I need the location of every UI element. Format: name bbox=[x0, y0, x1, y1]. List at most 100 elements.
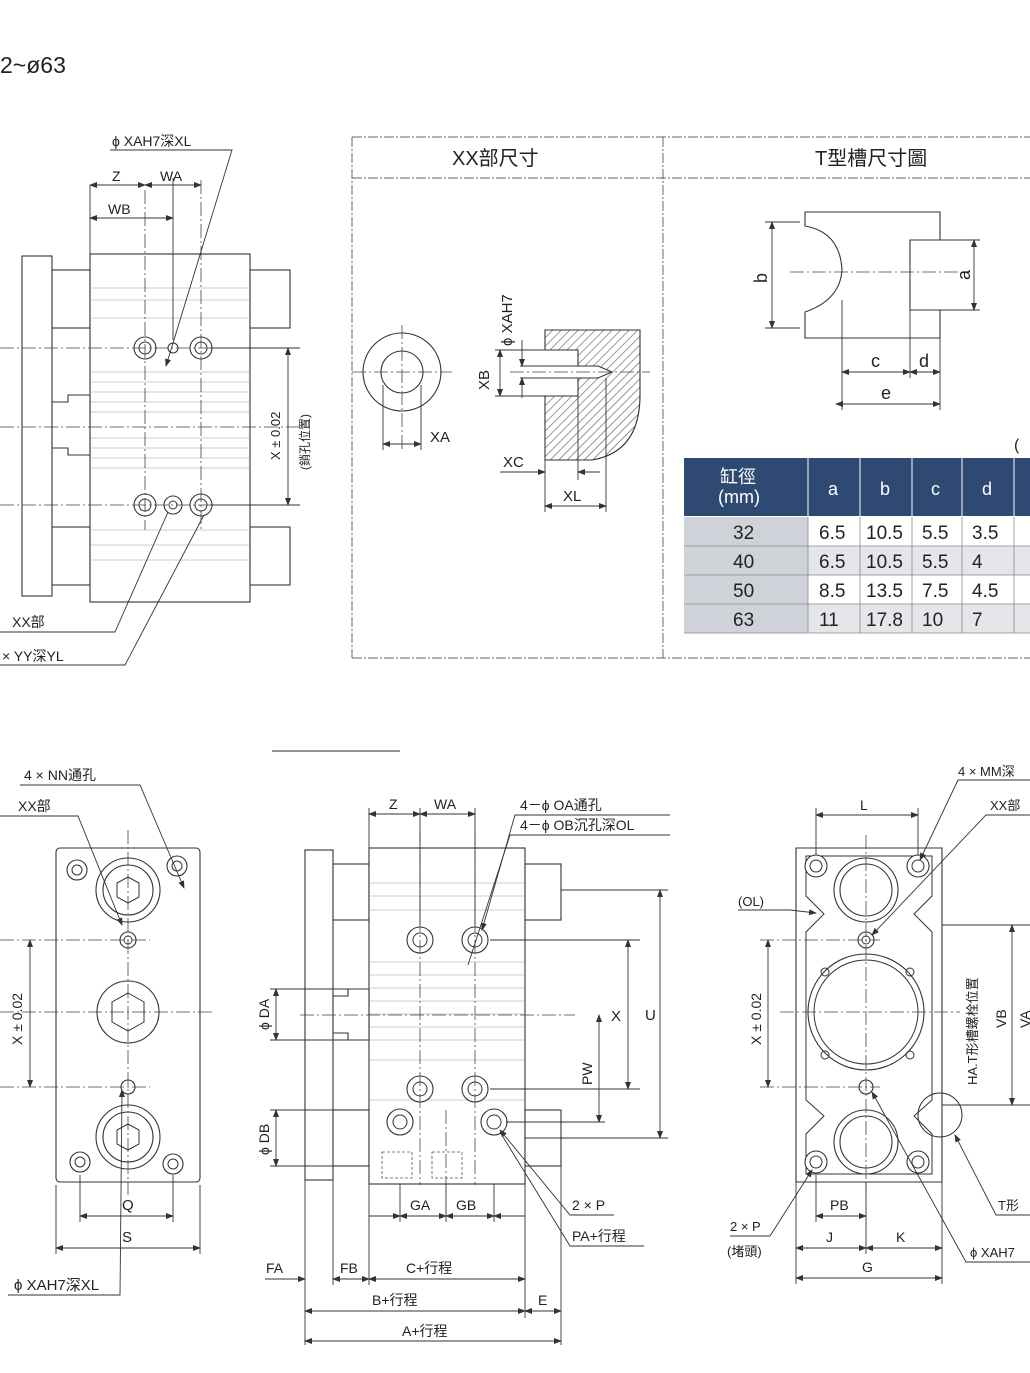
ob-label: 4－ϕ OB沉孔深OL bbox=[520, 817, 635, 833]
xx-detail-header: XX部尺寸 bbox=[452, 147, 539, 170]
q-label: Q bbox=[122, 1197, 134, 1214]
oa-label: 4－ϕ OA通孔 bbox=[520, 797, 602, 813]
xl-label: XL bbox=[563, 488, 581, 505]
cut-off-paren: ( bbox=[1014, 437, 1020, 454]
tslot-profile bbox=[804, 211, 941, 339]
guide-rod-top bbox=[332, 863, 370, 921]
t-slot-detail-circle bbox=[917, 1092, 963, 1138]
table-cell-b: 10.5 bbox=[866, 552, 903, 573]
xx-part-label: XX部 bbox=[18, 798, 51, 814]
x-tolerance-label: X ± 0.02 bbox=[748, 993, 764, 1045]
bore-header-line1: 缸徑 bbox=[720, 466, 756, 487]
c-label: C+行程 bbox=[406, 1260, 452, 1276]
plug-label: (堵頭) bbox=[727, 1244, 762, 1259]
k-label: K bbox=[896, 1229, 906, 1245]
table-cell-c: 5.5 bbox=[922, 523, 948, 544]
u-label: U bbox=[645, 1007, 656, 1024]
table-cell-c: 5.5 bbox=[922, 552, 948, 573]
section-hatch bbox=[544, 329, 641, 461]
guide-rod-bottom bbox=[332, 1109, 370, 1167]
a-label: A+行程 bbox=[402, 1323, 448, 1339]
guide-rod-top bbox=[51, 269, 91, 329]
j-label: J bbox=[826, 1229, 833, 1245]
yy-yl-label: × YY深YL bbox=[2, 648, 64, 664]
xx-part-label: XX部 bbox=[990, 798, 1020, 813]
ga-label: GA bbox=[410, 1197, 431, 1213]
da-label: ϕ DA bbox=[256, 998, 272, 1030]
table-row-bore: 63 bbox=[733, 610, 754, 631]
xah7-xl-label: ϕ XAH7深XL bbox=[112, 133, 192, 149]
z-label: Z bbox=[112, 168, 121, 184]
mm-holes bbox=[804, 854, 930, 1174]
table-cell-a: 11 bbox=[819, 610, 839, 631]
rear-rod-top bbox=[524, 863, 562, 921]
table-cell-a: 6.5 bbox=[819, 552, 845, 573]
table-row-bore: 50 bbox=[733, 581, 754, 602]
piston-rod-stub bbox=[51, 394, 91, 456]
table-cell-c: 7.5 bbox=[922, 581, 948, 602]
inner-profile bbox=[805, 855, 933, 1175]
table-cell-d: 3.5 bbox=[972, 523, 998, 544]
x-tolerance-label: X ± 0.02 bbox=[268, 412, 283, 460]
table-cell-b: 17.8 bbox=[866, 610, 903, 631]
xc-label: XC bbox=[503, 454, 524, 471]
b-label: b bbox=[751, 273, 771, 283]
table-row-bore: 40 bbox=[733, 552, 754, 573]
top-left-view: Z WA WB ϕ XAH7深XL X ± 0.02 (銷孔位置) XX部 × … bbox=[0, 133, 312, 666]
g-label: G bbox=[862, 1259, 873, 1275]
col-header-c: c bbox=[931, 479, 940, 499]
body-ribs bbox=[369, 882, 525, 1101]
wa-label: WA bbox=[434, 796, 457, 812]
x-tolerance-label: X ± 0.02 bbox=[9, 993, 25, 1045]
detail-frame: XX部尺寸 T型槽尺寸圖 bbox=[351, 136, 1030, 659]
z-label: Z bbox=[389, 796, 398, 812]
fa-label: FA bbox=[266, 1260, 284, 1276]
vb-label: VB bbox=[993, 1009, 1009, 1028]
front-plate bbox=[21, 255, 53, 597]
col-header-a: a bbox=[828, 479, 839, 499]
table-cell-b: 13.5 bbox=[866, 581, 903, 602]
xah7-label: ϕ XAH7 bbox=[499, 294, 516, 346]
tslot-table: 缸徑 (mm) a b c d 32 6.5 10.5 5.5 3.5 bbox=[684, 458, 1030, 634]
s-label: S bbox=[122, 1229, 132, 1246]
bottom-middle-view: Z WA 4－ϕ OA通孔 4－ϕ OB沉孔深OL ϕ DA ϕ DB X U … bbox=[256, 796, 670, 1345]
pin-position-label: (銷孔位置) bbox=[297, 414, 312, 470]
table-cell-d: 4.5 bbox=[972, 581, 998, 602]
c-label: c bbox=[871, 351, 880, 371]
table-row-bore: 32 bbox=[733, 523, 754, 544]
page-title: 2~ø63 bbox=[0, 52, 66, 78]
col-header-b: b bbox=[880, 479, 890, 499]
rear-rod-top bbox=[249, 269, 291, 329]
guide-rod-bottom bbox=[51, 526, 91, 586]
table-cell-d: 7 bbox=[972, 610, 983, 631]
va-label: VA bbox=[1017, 1010, 1030, 1028]
table-cell-c: 10 bbox=[922, 610, 943, 631]
xb-label: XB bbox=[476, 370, 493, 390]
xah7-xl-label: ϕ XAH7深XL bbox=[14, 1277, 99, 1294]
tslot-header: T型槽尺寸圖 bbox=[815, 147, 927, 170]
xa-label: XA bbox=[430, 429, 450, 446]
d-label: d bbox=[919, 351, 929, 371]
ol-label: (OL) bbox=[738, 894, 764, 909]
table-cell-a: 8.5 bbox=[819, 581, 845, 602]
bottom-left-view: X ± 0.02 Q S 4 × NN通孔 XX部 ϕ XAH7深XL bbox=[0, 767, 215, 1296]
body-ribs bbox=[90, 287, 250, 561]
bore-header-line2: (mm) bbox=[718, 487, 760, 507]
gb-label: GB bbox=[456, 1197, 476, 1213]
rear-rod-bottom bbox=[249, 526, 291, 586]
col-header-d: d bbox=[982, 479, 992, 499]
table-cell-d: 4 bbox=[972, 552, 983, 573]
nn-label: 4 × NN通孔 bbox=[24, 767, 96, 783]
l-label: L bbox=[860, 797, 868, 813]
e-label: E bbox=[538, 1292, 547, 1308]
b-label: B+行程 bbox=[372, 1292, 418, 1308]
cylinder-body bbox=[368, 847, 526, 1185]
piston-rod-stub bbox=[332, 988, 370, 1041]
table-cell-b: 10.5 bbox=[866, 523, 903, 544]
t-slot-label: T形 bbox=[998, 1198, 1019, 1213]
mm-label: 4 × MM深 bbox=[958, 764, 1015, 779]
x-label: X bbox=[611, 1008, 621, 1025]
ha-label: HA.T形槽螺栓位置 bbox=[965, 977, 980, 1085]
a-label: a bbox=[954, 269, 974, 280]
